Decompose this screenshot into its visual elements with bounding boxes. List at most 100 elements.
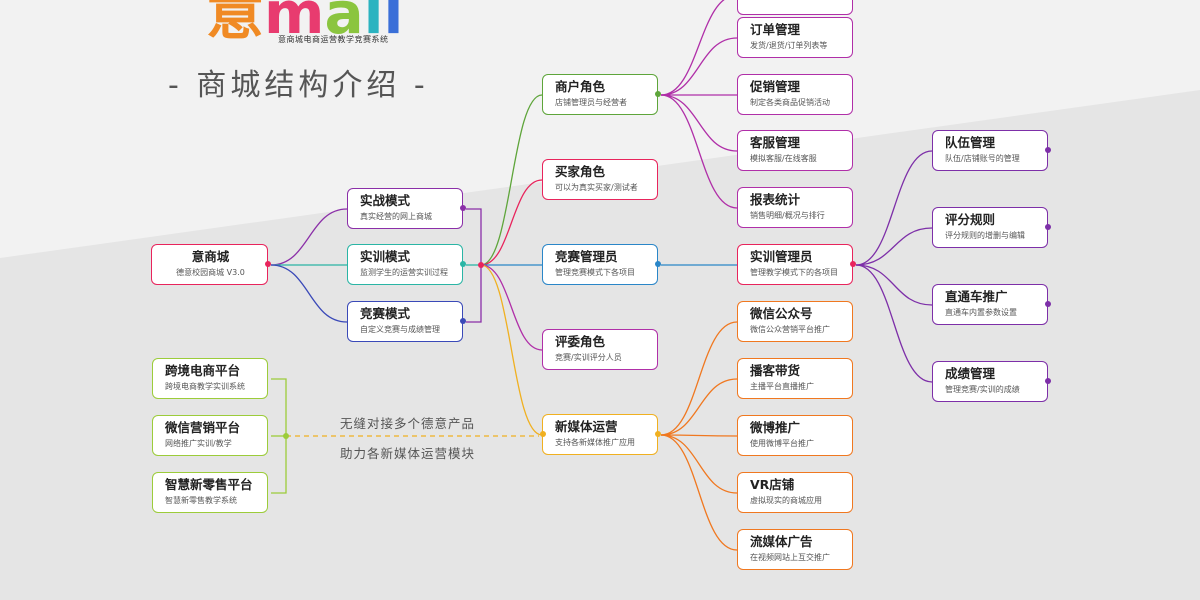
node-subtitle: 管理竞赛模式下各项目 [555, 268, 635, 277]
link-hub-role [480, 264, 543, 436]
link-training-item [855, 264, 933, 306]
node-subtitle: 直通车内置参数设置 [945, 308, 1017, 317]
node-subtitle: 店铺管理员与经营者 [555, 98, 627, 107]
connector-dot [264, 261, 271, 267]
connector-dot [1044, 147, 1051, 153]
node-title: 实训管理员 [750, 249, 813, 264]
node-title: 评委角色 [555, 334, 606, 349]
link-media-item [660, 434, 738, 551]
node-subtitle: 队伍/店铺账号的管理 [945, 154, 1020, 163]
node-subtitle: 跨境电商教学实训系统 [165, 382, 245, 391]
node-title: 智慧新零售平台 [165, 477, 253, 492]
connector-label-line2: 助力各新媒体运营模块 [340, 446, 476, 461]
admin-item-ads[interactable]: 直通车推广 直通车内置参数设置 [932, 284, 1051, 325]
merchant-item-reports[interactable]: 报表统计 销售明细/概况与排行 [737, 187, 853, 228]
connector-dot [654, 431, 661, 437]
connector-dot [1044, 378, 1051, 384]
media-item-podcast[interactable]: 播客带货 主播平台直播推广 [737, 358, 853, 399]
node-title: 微信公众号 [750, 306, 813, 321]
node-title: 竞赛模式 [360, 306, 411, 321]
link-training-item [855, 264, 933, 383]
node-subtitle: 制定各类商品促销活动 [750, 98, 830, 107]
link-media-item [660, 378, 738, 436]
node-subtitle: 智慧新零售教学系统 [165, 496, 237, 505]
mode-node-contest[interactable]: 竞赛模式 自定义竞赛与成绩管理 [347, 301, 466, 342]
role-node-merchant[interactable]: 商户角色 店铺管理员与经营者 [542, 74, 661, 115]
link-root-mode [270, 264, 348, 323]
merchant-item-service[interactable]: 客服管理 模拟客服/在线客服 [737, 130, 853, 171]
logo-letter-4: l [363, 0, 384, 47]
media-item-vr[interactable]: VR店铺 虚拟现实的商城应用 [737, 472, 853, 513]
node-subtitle: 销售明细/概况与排行 [750, 211, 825, 220]
page-title: - 商城结构介绍 - [168, 68, 429, 103]
node-subtitle: 微信公众营销平台推广 [750, 325, 830, 334]
merchant-item-clipped[interactable] [737, 0, 853, 15]
platform-node-new-retail[interactable]: 智慧新零售平台 智慧新零售教学系统 [152, 472, 268, 513]
link-training-item [855, 150, 933, 266]
node-subtitle: 发货/退货/订单列表等 [750, 41, 828, 50]
media-item-weibo[interactable]: 微博推广 使用微博平台推广 [737, 415, 853, 456]
node-subtitle: 支持各新媒体推广应用 [555, 438, 635, 447]
node-title: 客服管理 [750, 135, 801, 150]
role-node-contest-admin[interactable]: 竞赛管理员 管理竞赛模式下各项目 [542, 244, 661, 285]
node-title: 流媒体广告 [750, 534, 813, 549]
node-title: 报表统计 [750, 192, 801, 207]
platform-node-crossborder[interactable]: 跨境电商平台 跨境电商教学实训系统 [152, 358, 268, 399]
node-subtitle: 真实经营的网上商城 [360, 212, 432, 221]
node-subtitle: 虚拟现实的商城应用 [750, 496, 822, 505]
node-subtitle: 管理竞赛/实训的成绩 [945, 385, 1020, 394]
connector-dot [1044, 224, 1051, 230]
link-hub-role [480, 179, 543, 266]
node-title: 商户角色 [555, 79, 606, 94]
node-title: 订单管理 [750, 22, 801, 37]
merchant-item-orders[interactable]: 订单管理 发货/退货/订单列表等 [737, 17, 853, 58]
connector-dot [459, 318, 466, 324]
node-title: 微博推广 [750, 420, 801, 435]
node-title: 竞赛管理员 [555, 249, 618, 264]
link-merchant-item [660, 94, 738, 209]
link-media-item [660, 434, 738, 494]
node-title: 促销管理 [750, 79, 801, 94]
admin-item-teams[interactable]: 队伍管理 队伍/店铺账号的管理 [932, 130, 1051, 171]
logo-letter-2: m [264, 0, 325, 47]
link-merchant-item [660, 94, 738, 152]
node-subtitle: 网络推广实训/教学 [165, 439, 232, 448]
node-title: VR店铺 [750, 477, 795, 492]
merchant-item-promotion[interactable]: 促销管理 制定各类商品促销活动 [737, 74, 853, 115]
node-subtitle: 模拟客服/在线客服 [750, 154, 817, 163]
link-hub-role [480, 94, 543, 266]
media-item-streaming[interactable]: 流媒体广告 在视频网站上互交推广 [737, 529, 853, 570]
admin-item-scoring[interactable]: 评分规则 评分规则的增删与编辑 [932, 207, 1051, 248]
node-title: 直通车推广 [945, 289, 1008, 304]
node-subtitle: 德意校园商城 V3.0 [176, 268, 245, 277]
logo-letter-5: l [383, 0, 404, 47]
node-subtitle: 评分规则的增删与编辑 [945, 231, 1025, 240]
role-node-new-media[interactable]: 新媒体运营 支持各新媒体推广应用 [539, 414, 661, 455]
node-title: 队伍管理 [945, 135, 996, 150]
node-title: 新媒体运营 [555, 419, 618, 434]
link-merchant-item [660, 0, 725, 96]
node-title: 微信营销平台 [165, 420, 241, 435]
mode-node-practice[interactable]: 实战模式 真实经营的网上商城 [347, 188, 466, 229]
admin-item-grades[interactable]: 成绩管理 管理竞赛/实训的成绩 [932, 361, 1051, 402]
node-title: 评分规则 [945, 212, 996, 227]
link-merchant-item [660, 37, 738, 96]
root-node[interactable]: 意商城 德意校园商城 V3.0 [151, 244, 271, 285]
node-title: 成绩管理 [945, 366, 996, 381]
role-node-buyer[interactable]: 买家角色 可以为真实买家/测试者 [542, 159, 658, 200]
node-subtitle: 在视频网站上互交推广 [750, 553, 830, 562]
node-subtitle: 自定义竞赛与成绩管理 [360, 325, 440, 334]
connector-dot [478, 262, 484, 268]
connector-dot [539, 431, 546, 437]
training-admin-node[interactable]: 实训管理员 管理教学模式下的各项目 [737, 244, 856, 285]
logo-tagline: 意商城电商运营教学竞赛系统 [278, 35, 389, 44]
mode-node-training[interactable]: 实训模式 监测学生的运营实训过程 [347, 244, 466, 285]
platform-node-wechat-marketing[interactable]: 微信营销平台 网络推广实训/教学 [152, 415, 268, 456]
role-node-judge[interactable]: 评委角色 竞赛/实训评分人员 [542, 329, 658, 370]
media-item-wechat[interactable]: 微信公众号 微信公众营销平台推广 [737, 301, 853, 342]
connector-dot [283, 433, 289, 439]
node-subtitle: 竞赛/实训评分人员 [555, 353, 622, 362]
connector-dot [459, 261, 466, 267]
